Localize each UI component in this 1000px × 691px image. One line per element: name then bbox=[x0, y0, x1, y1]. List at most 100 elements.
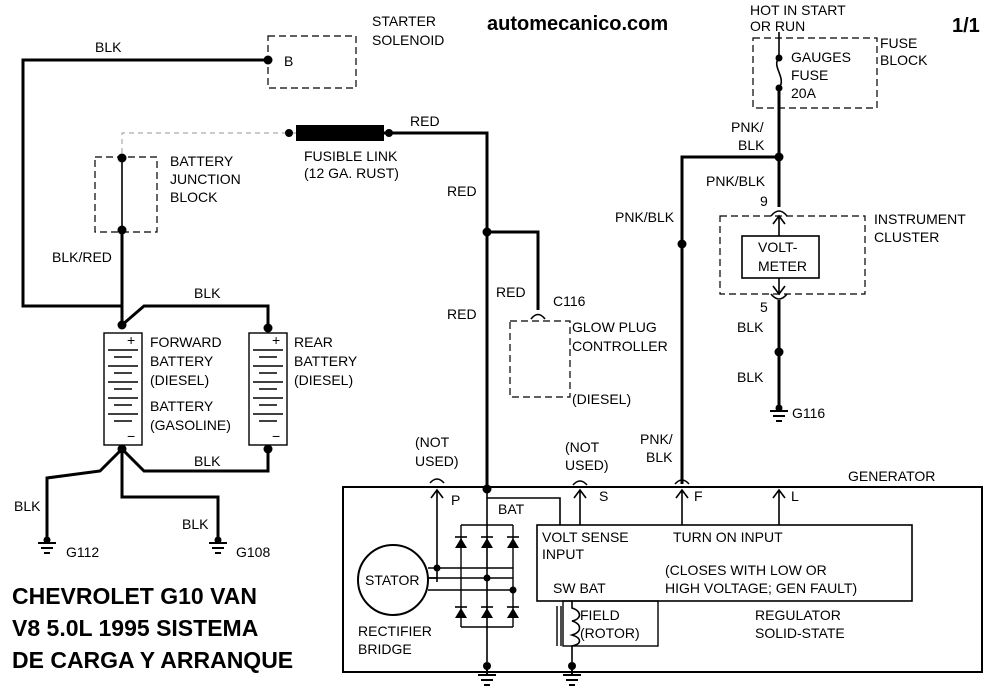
rectifier-junction-3 bbox=[509, 586, 517, 594]
field-label-1: FIELD bbox=[580, 607, 620, 623]
rear-battery-minus: − bbox=[272, 428, 280, 444]
turn-on-label: TURN ON INPUT bbox=[673, 529, 783, 545]
rear-battery-cells bbox=[253, 349, 283, 422]
wire-label-red-glow: RED bbox=[496, 284, 526, 300]
regulator-box bbox=[536, 524, 913, 602]
diode-bars bbox=[455, 536, 519, 608]
rear-battery-label-1: REAR bbox=[294, 334, 333, 350]
wire-label-pnk-blk-a2: BLK bbox=[738, 137, 765, 153]
fuse-block-box bbox=[752, 37, 878, 109]
closes-label-2: HIGH VOLTAGE; GEN FAULT) bbox=[665, 580, 857, 596]
starter-solenoid-label-2: SOLENOID bbox=[372, 32, 444, 48]
ground-label-g108: G108 bbox=[236, 544, 270, 560]
closes-label-1: (CLOSES WITH LOW OR bbox=[665, 562, 827, 578]
wire-label-pnk-blk-d1: PNK/ bbox=[640, 431, 673, 447]
wire-label-pnk-blk-a1: PNK/ bbox=[731, 119, 764, 135]
title-line-2: V8 5.0L 1995 SISTEMA bbox=[12, 615, 258, 641]
rear-battery-label-3: (DIESEL) bbox=[294, 372, 353, 388]
sw-bat-label: SW BAT bbox=[553, 580, 606, 596]
rectifier-label-1: RECTIFIER bbox=[358, 623, 432, 639]
fusible-link bbox=[296, 125, 384, 141]
ground-icon bbox=[478, 666, 496, 686]
field-rotor-box bbox=[562, 600, 659, 647]
hot-in-start-label: HOT IN START bbox=[750, 2, 846, 18]
forward-battery-label-3: (DIESEL) bbox=[150, 372, 209, 388]
terminal-f-arrow bbox=[675, 488, 689, 525]
wire-label-red-2: RED bbox=[447, 306, 477, 322]
fuse-block-label-2: BLOCK bbox=[880, 52, 928, 68]
junction-label-1: BATTERY bbox=[170, 153, 234, 169]
wire-label-blk-vm2: BLK bbox=[737, 369, 764, 385]
glow-plug-label-3: (DIESEL) bbox=[572, 391, 631, 407]
field-coil bbox=[569, 601, 581, 662]
regulator-label-1: REGULATOR bbox=[755, 607, 841, 623]
battery-junction-block bbox=[94, 156, 158, 233]
bat-label: BAT bbox=[498, 501, 525, 517]
wire-label-blk-red: BLK/RED bbox=[52, 249, 112, 265]
wire-label-red-1: RED bbox=[447, 183, 477, 199]
glow-plug-controller-box bbox=[509, 320, 571, 398]
stator-label: STATOR bbox=[365, 572, 419, 588]
fusible-link-label-2: (12 GA. RUST) bbox=[304, 165, 399, 181]
instrument-cluster-box bbox=[719, 215, 866, 295]
wire-red-main bbox=[384, 131, 489, 489]
page-number: 1/1 bbox=[952, 15, 980, 37]
rectifier-junction-2 bbox=[483, 574, 491, 582]
generator-box bbox=[342, 486, 983, 673]
pin-9-label: 9 bbox=[760, 193, 768, 209]
voltmeter-label-2: METER bbox=[758, 258, 807, 274]
ground-g112-dot bbox=[43, 536, 51, 544]
terminal-f-label: F bbox=[694, 488, 703, 504]
junction-label-2: JUNCTION bbox=[170, 171, 241, 187]
forward-battery-plus: + bbox=[127, 332, 135, 348]
starter-terminal-b: B bbox=[284, 53, 293, 69]
ground-icon bbox=[209, 542, 227, 554]
forward-battery-label-1: FORWARD bbox=[150, 334, 222, 350]
fuse-block-label-1: FUSE bbox=[880, 35, 917, 51]
junction-top-dot bbox=[117, 153, 127, 163]
pin-5-connector bbox=[770, 293, 788, 300]
wire-blk-batt-top bbox=[121, 304, 270, 328]
forward-battery-label-5: (GASOLINE) bbox=[150, 417, 231, 433]
voltmeter-label-1: VOLT- bbox=[758, 239, 798, 255]
wire-label-blk-top: BLK bbox=[95, 39, 122, 55]
terminal-p-connector bbox=[429, 478, 445, 484]
starter-solenoid-label-1: STARTER bbox=[372, 13, 436, 29]
forward-battery-minus: − bbox=[127, 428, 135, 444]
fuse-label-2: FUSE bbox=[791, 67, 828, 83]
wire-label-blk-g108: BLK bbox=[182, 516, 209, 532]
wire-blk-g108 bbox=[120, 449, 220, 540]
terminal-s-connector bbox=[572, 480, 588, 486]
fuse-label-3: 20A bbox=[791, 85, 817, 101]
not-used-2b: USED) bbox=[565, 457, 609, 473]
wire-label-blk-vm1: BLK bbox=[737, 319, 764, 335]
field-label-2: (ROTOR) bbox=[580, 625, 640, 641]
gauges-fuse-symbol bbox=[775, 57, 783, 89]
fuse-label-1: GAUGES bbox=[791, 49, 851, 65]
pin-5-label: 5 bbox=[760, 299, 768, 315]
wire-blk-starter bbox=[21, 58, 268, 308]
title-line-3: DE CARGA Y ARRANQUE bbox=[12, 647, 293, 673]
wire-gray-to-junction bbox=[121, 132, 296, 155]
terminal-s-arrow bbox=[573, 488, 587, 525]
ground-label-g116: G116 bbox=[792, 405, 825, 421]
not-used-1a: (NOT bbox=[415, 434, 450, 450]
wire-label-red-fusible: RED bbox=[410, 113, 440, 129]
rectifier-junction-1 bbox=[433, 564, 441, 572]
rotor-core-icon bbox=[556, 606, 562, 646]
cluster-in-arrow bbox=[772, 214, 786, 236]
ground-icon bbox=[38, 542, 56, 554]
not-used-1b: USED) bbox=[415, 453, 459, 469]
terminal-l-label: L bbox=[791, 488, 799, 504]
wire-blk-g112 bbox=[45, 447, 124, 540]
terminal-p-label: P bbox=[451, 492, 460, 508]
cluster-out-arrow bbox=[772, 278, 786, 296]
generator-label: GENERATOR bbox=[848, 468, 935, 484]
rear-battery-label-2: BATTERY bbox=[294, 353, 358, 369]
fusible-left-dot bbox=[285, 129, 293, 137]
forward-battery-label-4: BATTERY bbox=[150, 398, 214, 414]
diode-icon bbox=[455, 538, 519, 618]
terminal-l-arrow bbox=[772, 488, 786, 525]
rear-battery-neg-dot bbox=[263, 444, 273, 454]
